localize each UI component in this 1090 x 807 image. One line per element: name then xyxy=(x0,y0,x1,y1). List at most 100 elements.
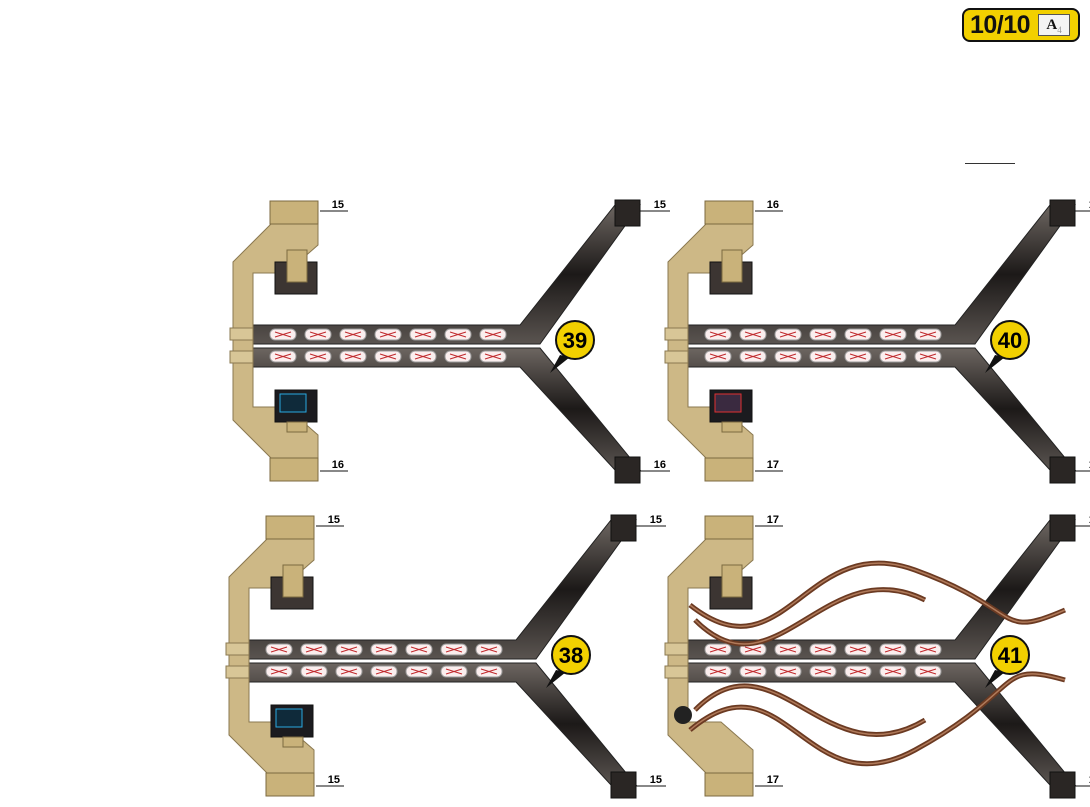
pad-cross-mark xyxy=(449,353,467,360)
bracket-cap-top xyxy=(704,200,754,225)
part-quantity-label: 17 xyxy=(767,774,779,786)
rail-end-cap-bottom xyxy=(1049,456,1076,484)
rail-end-cap-top xyxy=(1049,199,1076,227)
cable-highlight xyxy=(694,685,926,736)
rail-end-cap-top xyxy=(610,514,637,542)
page-counter-badge: 10/10 A4 xyxy=(962,8,1080,42)
pad-cross-mark xyxy=(919,331,937,338)
pad-cross-mark xyxy=(449,331,467,338)
rail-end-cap-bottom xyxy=(614,456,641,484)
step-number-badge xyxy=(555,320,595,360)
pad-cross-mark xyxy=(305,646,323,653)
pad-cross-mark xyxy=(274,353,292,360)
step-41-panel: 1717171741 xyxy=(664,510,1090,802)
cable-highlight xyxy=(694,588,926,645)
pad-cross-mark xyxy=(340,668,358,675)
pad-cross-mark xyxy=(814,668,832,675)
pad-cross-mark xyxy=(814,646,832,653)
pad-cross-mark xyxy=(709,331,727,338)
step-badge-pointer xyxy=(550,355,570,373)
pad-cross-mark xyxy=(814,353,832,360)
bracket-tab xyxy=(225,642,250,656)
step-number: 39 xyxy=(563,328,587,353)
part-quantity-label: 15 xyxy=(328,514,340,526)
step-number: 41 xyxy=(998,643,1022,668)
pad-cross-mark xyxy=(484,331,502,338)
step-number: 38 xyxy=(559,643,583,668)
pad-cross-mark xyxy=(744,353,762,360)
pad-cross-mark xyxy=(379,353,397,360)
part-quantity-label: 15 xyxy=(654,199,666,211)
pad-cross-mark xyxy=(849,353,867,360)
control-box-mount xyxy=(721,249,743,283)
page-counter: 10/10 xyxy=(970,10,1031,39)
pad-cross-mark xyxy=(744,331,762,338)
pad-cross-mark xyxy=(814,331,832,338)
pad-cross-mark xyxy=(849,331,867,338)
divider-line xyxy=(965,163,1015,164)
bracket-cap-bottom xyxy=(704,772,754,797)
part-quantity-label: 15 xyxy=(332,199,344,211)
step-number-badge xyxy=(551,635,591,675)
pad-cross-mark xyxy=(309,331,327,338)
part-quantity-label: 15 xyxy=(650,514,662,526)
part-quantity-label: 17 xyxy=(1089,774,1090,786)
monitor-screen xyxy=(275,708,303,728)
control-box-mount xyxy=(286,249,308,283)
bracket-tab xyxy=(229,350,254,364)
bracket-tab xyxy=(229,327,254,341)
pad-cross-mark xyxy=(480,646,498,653)
pad-cross-mark xyxy=(344,331,362,338)
pad-cross-mark xyxy=(305,668,323,675)
rail-end-cap-top xyxy=(1049,514,1076,542)
part-quantity-label: 16 xyxy=(1089,199,1090,211)
bracket-cap-top xyxy=(269,200,319,225)
pad-cross-mark xyxy=(884,353,902,360)
pad-cross-mark xyxy=(344,353,362,360)
monitor-mount xyxy=(282,736,304,748)
pad-cross-mark xyxy=(309,353,327,360)
pad-cross-mark xyxy=(779,668,797,675)
assembly-diagram: 1717171741 xyxy=(664,514,1090,799)
rail-end-cap-bottom xyxy=(610,771,637,799)
bracket-cap-bottom xyxy=(269,457,319,482)
step-badge-pointer xyxy=(985,670,1005,688)
part-quantity-label: 15 xyxy=(650,774,662,786)
bracket-cap-top xyxy=(704,515,754,540)
pad-cross-mark xyxy=(744,668,762,675)
pad-cross-mark xyxy=(340,646,358,653)
assembly-diagram: 15 15 15 15 38 xyxy=(225,514,666,799)
step-38-panel: 15 15 15 15 38 xyxy=(225,510,666,802)
paper-size-icon: A4 xyxy=(1038,14,1071,36)
step-40-panel: 1616171740 xyxy=(664,195,1090,487)
control-box-mount xyxy=(282,564,304,598)
pad-cross-mark xyxy=(270,646,288,653)
pad-cross-mark xyxy=(779,331,797,338)
bracket-tab xyxy=(664,327,689,341)
pad-cross-mark xyxy=(779,646,797,653)
step-number-badge xyxy=(990,635,1030,675)
pad-cross-mark xyxy=(709,353,727,360)
bracket-tab xyxy=(664,350,689,364)
pad-cross-mark xyxy=(709,668,727,675)
bracket-tab xyxy=(664,665,689,679)
step-number: 40 xyxy=(998,328,1022,353)
part-quantity-label: 17 xyxy=(767,459,779,471)
pad-cross-mark xyxy=(484,353,502,360)
part-quantity-label: 16 xyxy=(654,459,666,471)
pad-cross-mark xyxy=(709,646,727,653)
rail-end-cap-bottom xyxy=(1049,771,1076,799)
part-quantity-label: 15 xyxy=(328,774,340,786)
paper-size-label: A xyxy=(1046,17,1058,33)
step-badge-pointer xyxy=(985,355,1005,373)
pad-cross-mark xyxy=(919,353,937,360)
pad-cross-mark xyxy=(375,646,393,653)
monitor-mount xyxy=(286,421,308,433)
pad-cross-mark xyxy=(379,331,397,338)
pad-cross-mark xyxy=(849,646,867,653)
paper-size-sub: 4 xyxy=(1057,25,1062,35)
cable-highlight xyxy=(689,673,1066,765)
pad-cross-mark xyxy=(445,668,463,675)
